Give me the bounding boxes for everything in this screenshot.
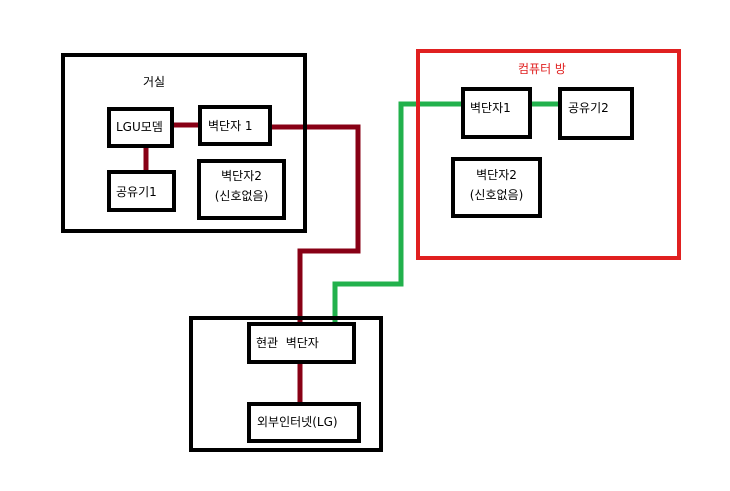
cables [143, 101, 560, 404]
box-living-router1 [107, 170, 176, 212]
box-lgu-modem [107, 107, 174, 148]
external-internet-label: 외부인터넷(LG) [257, 415, 338, 429]
cable-living-to-entrance [270, 124, 361, 324]
room-computer [416, 49, 681, 260]
box-computer-wall1 [461, 87, 532, 139]
box-entrance-wall [247, 322, 356, 364]
computer-room-title: 컴퓨터 방 [518, 62, 566, 76]
computer-wall2-line1: 벽단자2 [476, 168, 517, 182]
room-entrance [189, 316, 383, 452]
computer-wall1-label: 벽단자1 [470, 101, 511, 115]
room-living [61, 53, 307, 233]
box-computer-wall2 [451, 157, 542, 218]
computer-wall2-line2: (신호없음) [469, 188, 524, 202]
computer-router2-label: 공유기2 [568, 101, 609, 115]
living-router1-label: 공유기1 [116, 185, 157, 199]
living-wall1-label: 벽단자 1 [208, 119, 253, 133]
cable-entrance-to-computer [332, 101, 463, 324]
living-room-title: 거실 [143, 75, 166, 89]
living-wall2-line1: 벽단자2 [221, 169, 262, 183]
entrance-wall-label: 현관 벽단자 [256, 336, 319, 350]
living-wall2-label: 벽단자2 (신호없음) [201, 168, 282, 204]
box-computer-router2 [558, 87, 634, 140]
box-external-internet [247, 402, 361, 443]
lgu-modem-label: LGU모뎀 [116, 120, 163, 134]
computer-wall2-label: 벽단자2 (신호없음) [455, 167, 538, 203]
living-wall2-line2: (신호없음) [214, 189, 269, 203]
box-living-wall1 [198, 105, 272, 146]
box-living-wall2 [197, 159, 286, 220]
